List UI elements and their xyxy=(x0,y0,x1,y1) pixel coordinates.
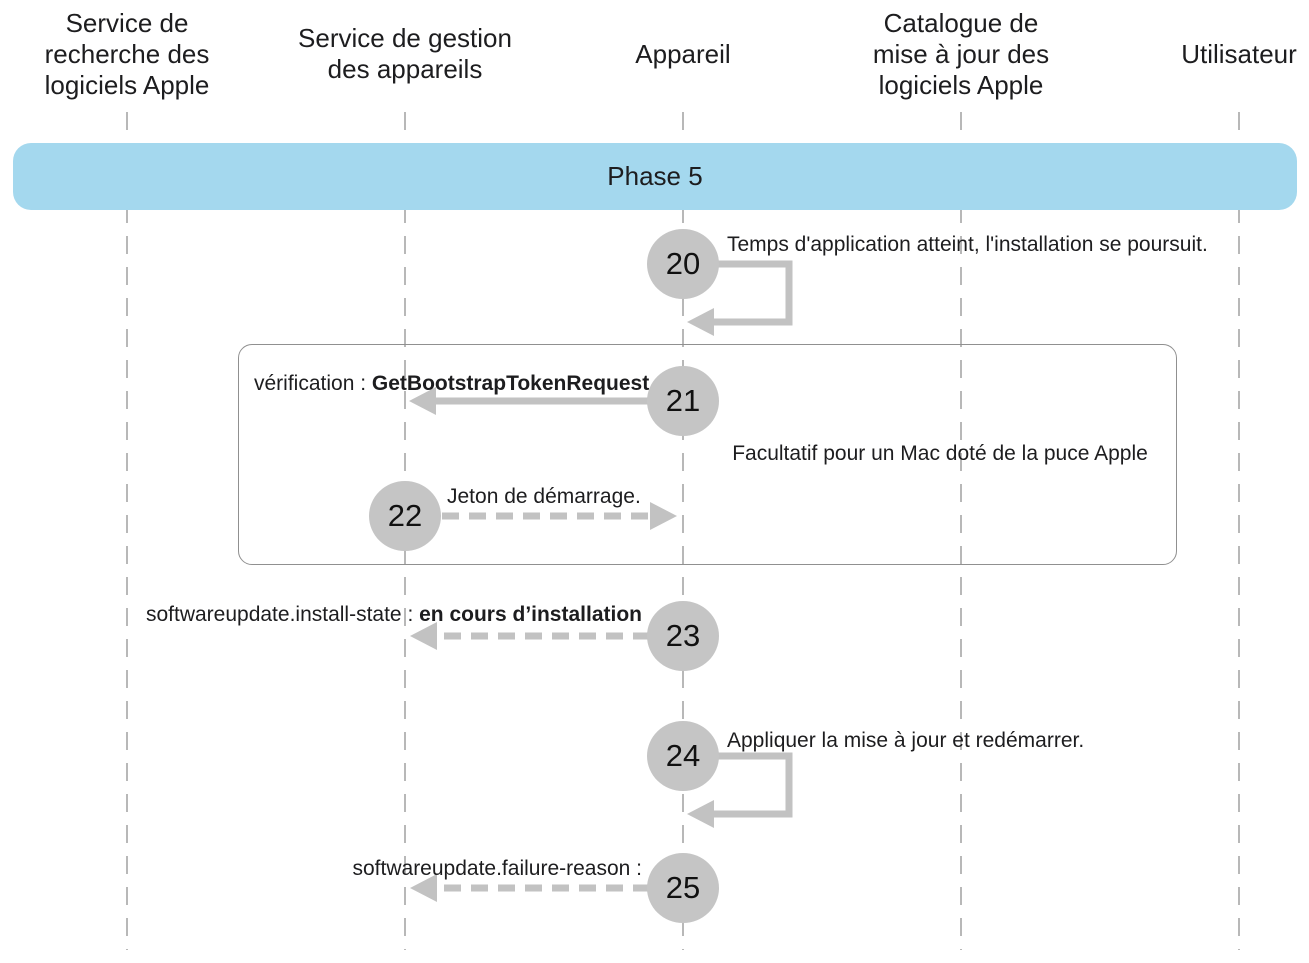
message-emphasis: en cours d’installation xyxy=(419,603,642,626)
step-21-badge: 21 xyxy=(647,366,719,436)
group-box-note: Facultatif pour un Mac doté de la puce A… xyxy=(732,442,1148,465)
step-number: 21 xyxy=(665,383,701,418)
message-text: softwareupdate.failure-reason : xyxy=(352,857,643,880)
message-text: softwareupdate.install-state : xyxy=(145,603,420,626)
step-20-badge: 20 xyxy=(647,229,719,299)
lifeline-header-service-recherche: Service de recherche des logiciels Apple xyxy=(0,2,277,106)
message-text: Temps d'application atteint, l'installat… xyxy=(727,233,1208,256)
phase-banner: Phase 5 xyxy=(13,143,1297,210)
lifeline-header-label: Service de gestion des appareils xyxy=(298,23,512,84)
step-24-badge: 24 xyxy=(647,721,719,791)
message-text: vérification : xyxy=(254,372,372,395)
step-number: 23 xyxy=(665,618,701,653)
step-number: 24 xyxy=(665,738,701,773)
step-23-arrowhead-left-icon xyxy=(410,622,437,650)
step-number: 20 xyxy=(665,246,701,281)
phase-banner-label: Phase 5 xyxy=(607,161,703,191)
step-20-self-loop-line xyxy=(714,260,793,326)
message-emphasis: GetBootstrapTokenRequest xyxy=(371,372,650,395)
lifeline-header-service-gestion: Service de gestion des appareils xyxy=(255,2,555,106)
step-23-badge: 23 xyxy=(647,601,719,671)
lifeline-header-catalogue: Catalogue de mise à jour des logiciels A… xyxy=(811,2,1111,106)
step-25-badge: 25 xyxy=(647,853,719,923)
lifeline-header-utilisateur: Utilisateur xyxy=(1089,2,1309,106)
lifeline-header-appareil: Appareil xyxy=(533,2,833,106)
step-24-self-loop-line xyxy=(714,752,793,818)
lifeline-header-label: Service de recherche des logiciels Apple xyxy=(44,7,210,100)
step-24-arrowhead-left-icon xyxy=(687,800,714,828)
step-25-arrowhead-left-icon xyxy=(410,874,437,902)
lifeline-header-label: Catalogue de mise à jour des logiciels A… xyxy=(872,7,1050,100)
message-text: Jeton de démarrage. xyxy=(447,485,641,508)
optional-group-box xyxy=(238,344,1177,565)
step-25-message: softwareupdate.failure-reason : xyxy=(353,856,643,882)
message-text: Appliquer la mise à jour et redémarrer. xyxy=(727,729,1085,752)
lifeline-header-label: Appareil xyxy=(635,38,731,69)
step-24-message: Appliquer la mise à jour et redémarrer. xyxy=(727,728,1084,754)
step-23-message: softwareupdate.install-state : en cours … xyxy=(146,602,642,628)
step-21-message: vérification : GetBootstrapTokenRequest xyxy=(254,371,649,397)
step-21-arrowhead-left-icon xyxy=(409,387,436,415)
lifeline-header-label: Utilisateur xyxy=(1181,38,1297,69)
step-number: 25 xyxy=(665,870,701,905)
step-22-arrowhead-right-icon xyxy=(650,502,677,530)
step-number: 22 xyxy=(387,498,423,533)
step-22-badge: 22 xyxy=(369,481,441,551)
step-20-arrowhead-left-icon xyxy=(687,308,714,336)
step-22-message: Jeton de démarrage. xyxy=(447,484,641,510)
step-20-message: Temps d'application atteint, l'installat… xyxy=(727,232,1208,258)
